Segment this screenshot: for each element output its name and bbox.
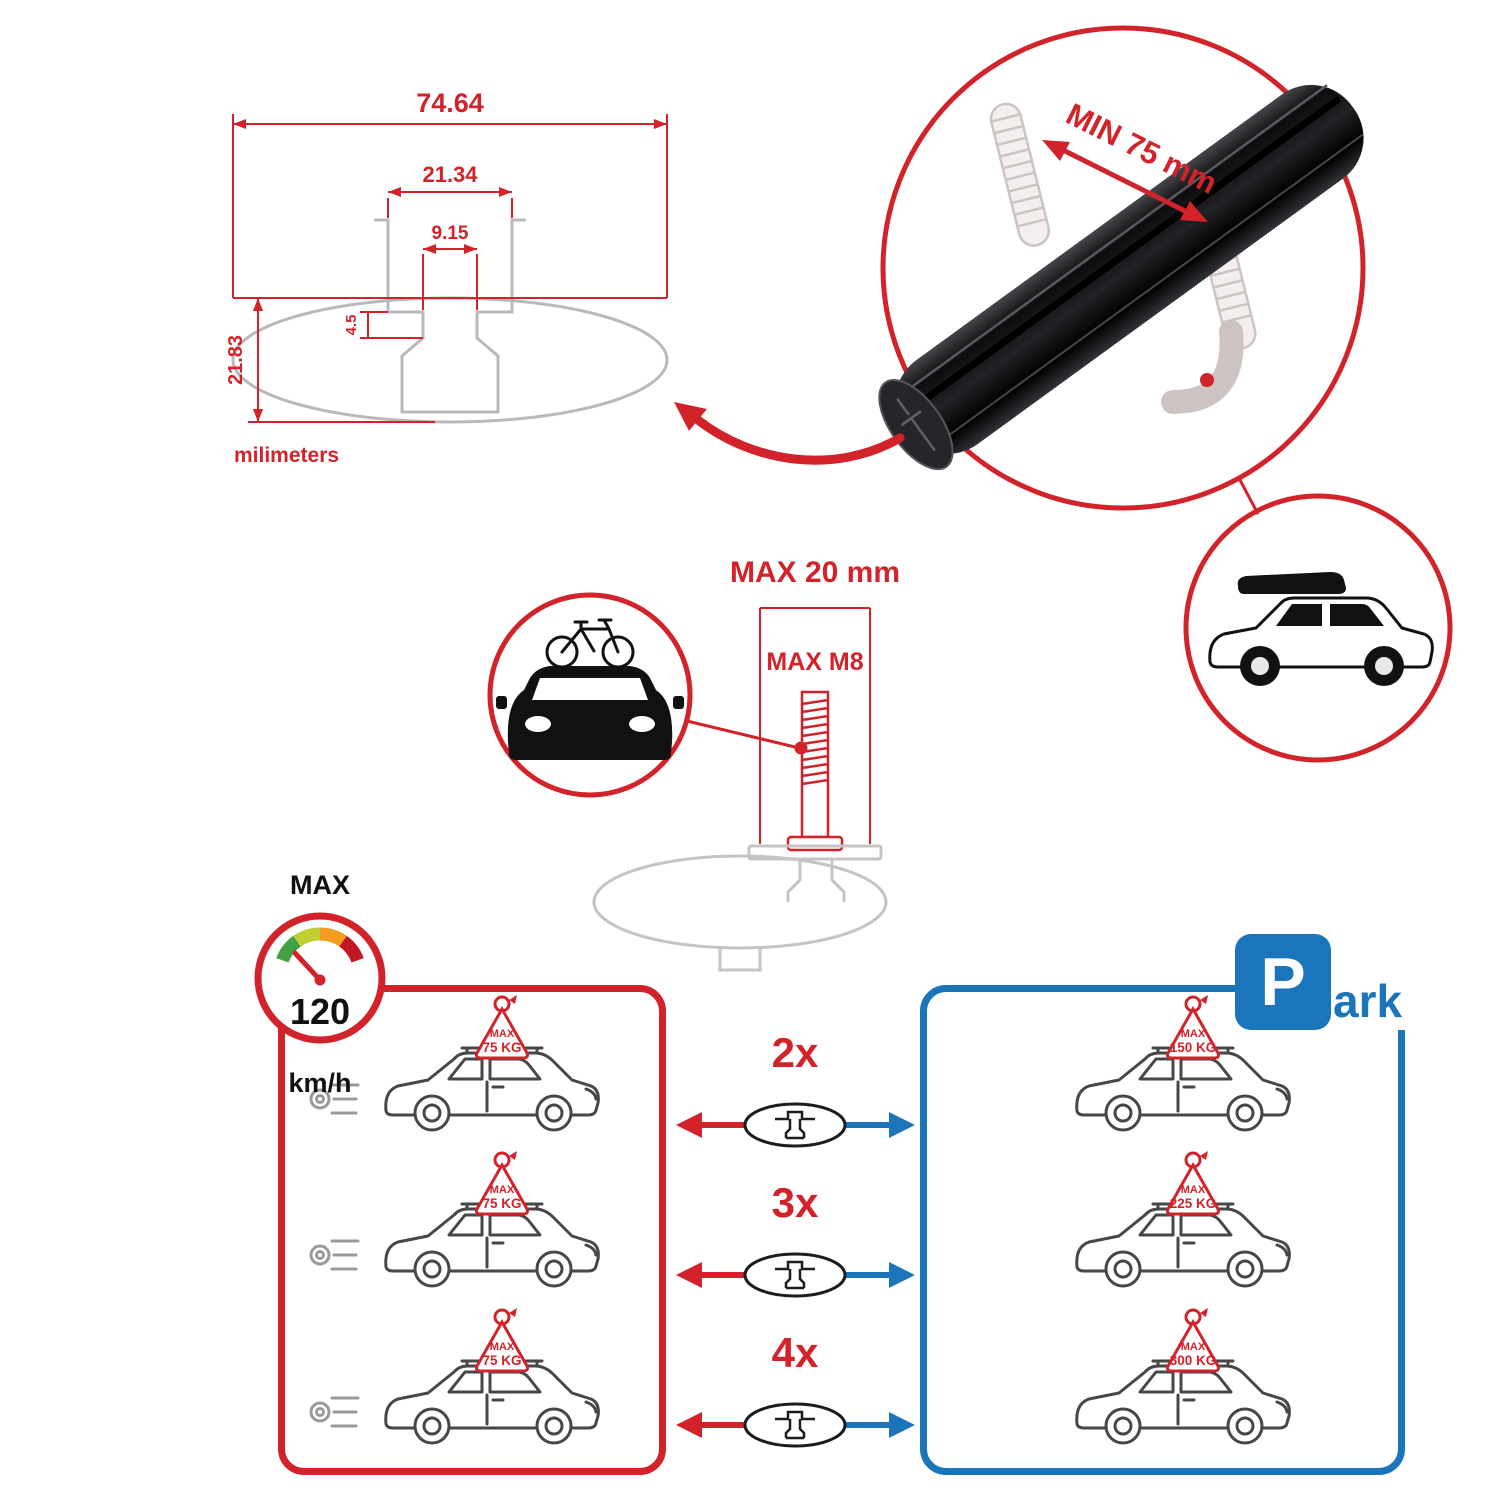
left-arrowhead-icon bbox=[676, 1112, 702, 1138]
mini-profile-icon bbox=[775, 1260, 815, 1290]
dim-channel-width: 21.34 bbox=[422, 162, 478, 187]
bolt-spec-svg: MAX 20 mm MAX M8 bbox=[487, 556, 900, 972]
right-arrowhead-icon bbox=[889, 1112, 915, 1138]
badge-label: MAX bbox=[1180, 1184, 1205, 1196]
driving-car-row: MAX 75 KG bbox=[309, 1306, 600, 1444]
units-label: milimeters bbox=[234, 444, 339, 467]
crossbar-profile-outline bbox=[231, 218, 669, 424]
badge-value: 150 KG bbox=[1169, 1040, 1216, 1055]
badge-label: MAX bbox=[1180, 1341, 1205, 1353]
right-arrowhead-icon bbox=[889, 1262, 915, 1288]
speed-units: km/h bbox=[288, 1068, 351, 1098]
motion-swirl-icon bbox=[309, 1239, 360, 1271]
suv-outline-icon bbox=[384, 1046, 600, 1131]
badge-value: 75 KG bbox=[482, 1353, 521, 1368]
suv-roofbox-circle bbox=[1180, 490, 1460, 770]
suv-outline-icon bbox=[384, 1359, 600, 1444]
badge-label: MAX bbox=[1180, 1028, 1205, 1040]
badge-value: 75 KG bbox=[482, 1040, 521, 1055]
ghost-adapter-profile bbox=[592, 844, 888, 972]
motion-swirl-icon bbox=[309, 1396, 360, 1427]
crossbar-section-icon bbox=[743, 1252, 847, 1298]
left-arrowhead-icon bbox=[676, 1412, 702, 1438]
parked-car-row: MAX 150 KG bbox=[1074, 993, 1291, 1131]
suv-outline-icon bbox=[1074, 1359, 1291, 1444]
crossbar-detail-svg: MIN 75 mm bbox=[878, 25, 1366, 511]
max-thread-label: MAX M8 bbox=[766, 648, 863, 676]
dimension-diagram: 74.64 21.34 9.15 4.5 21.83 milimeters bbox=[130, 60, 710, 480]
bolt-callout-dot bbox=[794, 741, 808, 755]
speed-max-heading: MAX bbox=[290, 870, 350, 900]
t-bolt-icon bbox=[786, 690, 844, 852]
badge-label: MAX bbox=[490, 1184, 515, 1196]
badge-value: 225 KG bbox=[1169, 1196, 1216, 1211]
mini-profile-icon bbox=[775, 1110, 815, 1140]
parking-panel: P ark MAX 150 KG MAX 225 KG MAX 300 KG bbox=[920, 934, 1411, 1475]
suv-outline-icon bbox=[384, 1202, 600, 1288]
bolt-spec: MAX 20 mm MAX M8 bbox=[450, 550, 950, 980]
bar-count-label: 2x bbox=[772, 1029, 819, 1076]
bar-count-label: 4x bbox=[772, 1329, 819, 1376]
bar-count-column: 2x 3x 4x bbox=[668, 1025, 923, 1465]
car-front-with-bike-icon bbox=[496, 618, 684, 760]
bar-count-row: 4x bbox=[676, 1329, 915, 1448]
dimension-lines bbox=[232, 114, 668, 423]
suv-outline-icon bbox=[1074, 1202, 1291, 1288]
crossbar-detail-circle: MIN 75 mm bbox=[855, 10, 1385, 540]
crossbar-section-icon bbox=[743, 1402, 847, 1448]
park-sign: P ark bbox=[1235, 934, 1411, 1030]
park-letter: P bbox=[1260, 944, 1306, 1020]
dimension-diagram-svg: 74.64 21.34 9.15 4.5 21.83 milimeters bbox=[225, 88, 669, 467]
badge-value: 75 KG bbox=[482, 1196, 521, 1211]
max-width-label: MAX 20 mm bbox=[730, 556, 900, 589]
driving-panel: MAX 75 KG MAX 75 KG MAX 75 KG bbox=[278, 985, 666, 1475]
badge-label: MAX bbox=[490, 1341, 515, 1353]
speed-value: 120 bbox=[290, 991, 350, 1032]
speed-limit: MAX 120 km/h bbox=[252, 868, 412, 1108]
mini-profile-icon bbox=[775, 1410, 815, 1440]
suv-with-roofbox-icon bbox=[1208, 572, 1434, 686]
gauge-arc bbox=[276, 927, 364, 963]
park-sign-icon: P bbox=[1235, 934, 1331, 1030]
right-arrowhead-icon bbox=[889, 1412, 915, 1438]
gauge-needle bbox=[292, 950, 323, 983]
bar-count-row: 3x bbox=[676, 1179, 915, 1298]
crossbar-section-icon bbox=[743, 1102, 847, 1148]
badge-label: MAX bbox=[490, 1028, 515, 1040]
dim-total-width: 74.64 bbox=[416, 88, 484, 118]
left-arrowhead-icon bbox=[676, 1262, 702, 1288]
callout-dot bbox=[1200, 373, 1214, 387]
bar-count-row: 2x bbox=[676, 1029, 915, 1148]
crossbar-3d-icon bbox=[878, 84, 1364, 471]
parked-car-row: MAX 300 KG bbox=[1074, 1306, 1291, 1444]
dim-step-depth: 4.5 bbox=[343, 315, 360, 336]
park-suffix: ark bbox=[1333, 975, 1403, 1027]
speed-limit-svg: MAX 120 km/h bbox=[254, 870, 386, 1098]
badge-value: 300 KG bbox=[1169, 1353, 1216, 1368]
min-span-arrow bbox=[1042, 140, 1208, 222]
dim-bar-height: 21.83 bbox=[225, 335, 247, 385]
driving-car-row: MAX 75 KG bbox=[309, 993, 600, 1131]
parked-car-row: MAX 225 KG bbox=[1074, 1149, 1291, 1288]
driving-car-row: MAX 75 KG bbox=[309, 1149, 600, 1288]
suv-roofbox-svg bbox=[1183, 493, 1453, 763]
dim-slot-width: 9.15 bbox=[432, 223, 469, 244]
gauge-pivot bbox=[314, 974, 326, 986]
suv-outline-icon bbox=[1074, 1046, 1291, 1131]
bar-count-label: 3x bbox=[772, 1179, 819, 1226]
